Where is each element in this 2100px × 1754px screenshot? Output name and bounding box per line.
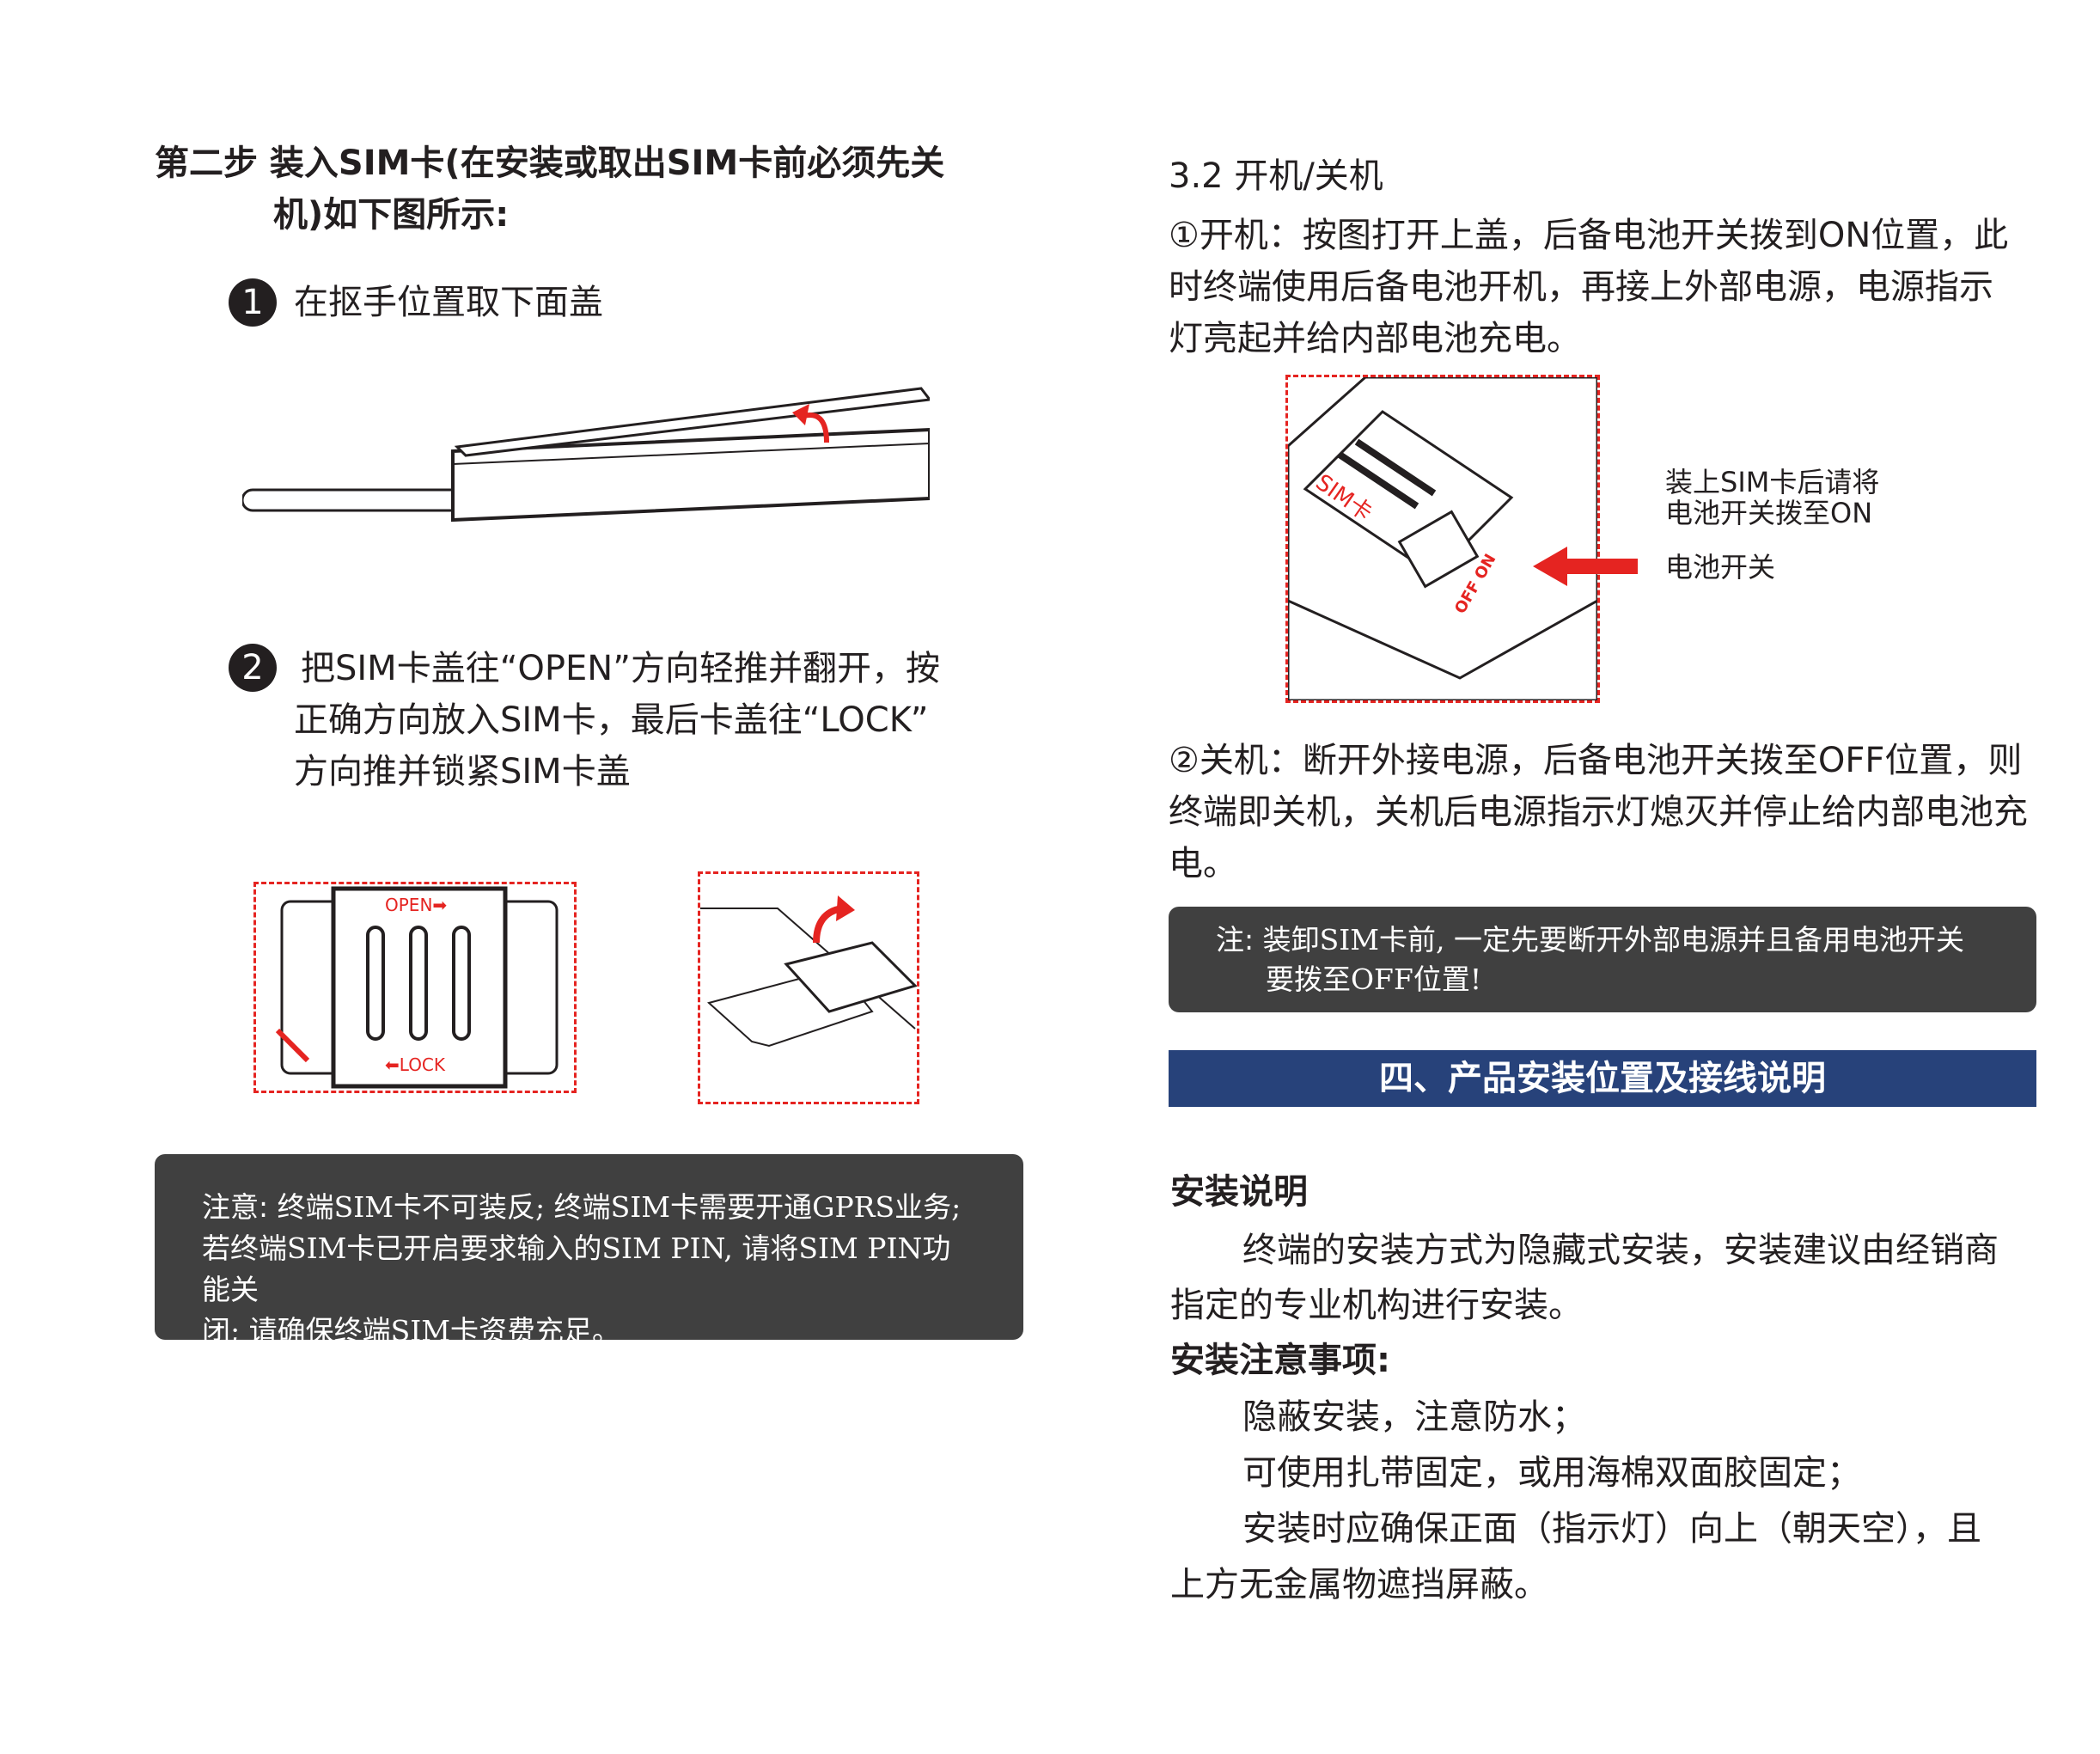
caution-item: 上方无金属物遮挡屏蔽。 bbox=[1170, 1565, 1548, 1604]
step-2-line: 把SIM卡盖往“OPEN”方向轻推并翻开，按 bbox=[301, 649, 940, 688]
paragraph-line: ①开机：按图打开上盖，后备电池开关拨到ON位置，此 bbox=[1169, 216, 2009, 255]
notice-label: 注意: bbox=[202, 1190, 269, 1224]
install-title: 安装说明 bbox=[1170, 1172, 1308, 1212]
caution-item: 隐蔽安装，注意防水； bbox=[1242, 1397, 1586, 1437]
notice-line: 终端SIM卡不可装反; 终端SIM卡需要开通GPRS业务; bbox=[277, 1190, 961, 1224]
paragraph-line: 灯亮起并给内部电池充电。 bbox=[1169, 319, 1581, 358]
paragraph-line: ②关机：断开外接电源，后备电池开关拨至OFF位置，则 bbox=[1169, 741, 2023, 780]
step-heading: 第二步 装入SIM卡(在安装或取出SIM卡前必须先关 机)如下图所示: bbox=[155, 138, 944, 241]
notice-box: 注意: 终端SIM卡不可装反; 终端SIM卡需要开通GPRS业务; 若终端SIM… bbox=[155, 1154, 1023, 1348]
callout-line: 电池开关拨至ON bbox=[1665, 497, 1873, 529]
note-line: 装卸SIM卡前, 一定先要断开外部电源并且备用电池开关 bbox=[1262, 923, 1965, 956]
caution-item: 安装时应确保正面（指示灯）向上（朝天空），且 bbox=[1242, 1509, 1981, 1549]
caution-title: 安装注意事项: bbox=[1170, 1341, 1390, 1380]
heading-line-1: 第二步 装入SIM卡(在安装或取出SIM卡前必须先关 bbox=[155, 144, 945, 183]
power-note-box: 注: 装卸SIM卡前, 一定先要断开外部电源并且备用电池开关 要拨至OFF位置! bbox=[1169, 907, 2036, 1012]
paragraph-line: 指定的专业机构进行安装。 bbox=[1170, 1286, 1583, 1325]
section-banner: 四、产品安装位置及接线说明 bbox=[1169, 1050, 2036, 1107]
paragraph-line: 终端即关机，关机后电源指示灯熄灭并停止给内部电池充 bbox=[1169, 792, 2028, 832]
paragraph-line: 终端的安装方式为隐藏式安装，安装建议由经销商 bbox=[1242, 1231, 1999, 1270]
power-on-paragraph: ①开机：按图打开上盖，后备电池开关拨到ON位置，此 时终端使用后备电池开机，再接… bbox=[1169, 210, 2045, 364]
notice-line: 闭; 请确保终端SIM卡资费充足。 bbox=[202, 1314, 621, 1348]
power-off-paragraph: ②关机：断开外接电源，后备电池开关拨至OFF位置，则 终端即关机，关机后电源指示… bbox=[1169, 735, 2045, 889]
step-2-text: 把SIM卡盖往“OPEN”方向轻推并翻开，按 正确方向放入SIM卡，最后卡盖往“… bbox=[294, 643, 940, 798]
step-1-badge: 1 bbox=[229, 278, 277, 327]
heading-line-2: 机)如下图所示: bbox=[273, 195, 510, 235]
note-line: 要拨至OFF位置! bbox=[1266, 963, 1482, 996]
callout-line: 装上SIM卡后请将 bbox=[1665, 466, 1880, 498]
step-1-text: 在抠手位置取下面盖 bbox=[294, 283, 603, 322]
device-illustration bbox=[242, 387, 930, 523]
note-label: 注: bbox=[1216, 923, 1255, 956]
open-label: OPEN➡ bbox=[385, 895, 448, 915]
paragraph-line: 时终端使用后备电池开机，再接上外部电源，电源指示 bbox=[1169, 267, 1993, 307]
battery-switch-diagram: SIM卡 OFF ON bbox=[1285, 375, 1600, 703]
lock-label: ⬅LOCK bbox=[385, 1054, 446, 1075]
sim-tray-diagram: OPEN➡ ⬅LOCK bbox=[253, 882, 577, 1093]
battery-switch-label: 电池开关 bbox=[1665, 551, 1776, 584]
arrow-left-icon bbox=[1533, 547, 1638, 586]
install-paragraph: 终端的安装方式为隐藏式安装，安装建议由经销商 指定的专业机构进行安装。 bbox=[1170, 1223, 2038, 1333]
paragraph-line: 电。 bbox=[1169, 844, 1237, 883]
figure-callout: 装上SIM卡后请将 电池开关拨至ON bbox=[1665, 467, 1879, 529]
sim-cover-flip-diagram bbox=[698, 871, 919, 1104]
caution-item: 可使用扎带固定，或用海棉双面胶固定； bbox=[1242, 1453, 1861, 1493]
notice-line: 若终端SIM卡已开启要求输入的SIM PIN, 请将SIM PIN功能关 bbox=[202, 1231, 951, 1306]
step-2-badge: 2 bbox=[229, 644, 277, 692]
section-title: 3.2 开机/关机 bbox=[1169, 156, 1383, 196]
step-2-line: 正确方向放入SIM卡，最后卡盖往“LOCK” bbox=[294, 700, 929, 740]
caution-list: 隐蔽安装，注意防水； 可使用扎带固定，或用海棉双面胶固定； 安装时应确保正面（指… bbox=[1170, 1390, 2038, 1613]
step-2-line: 方向推并锁紧SIM卡盖 bbox=[294, 752, 631, 791]
